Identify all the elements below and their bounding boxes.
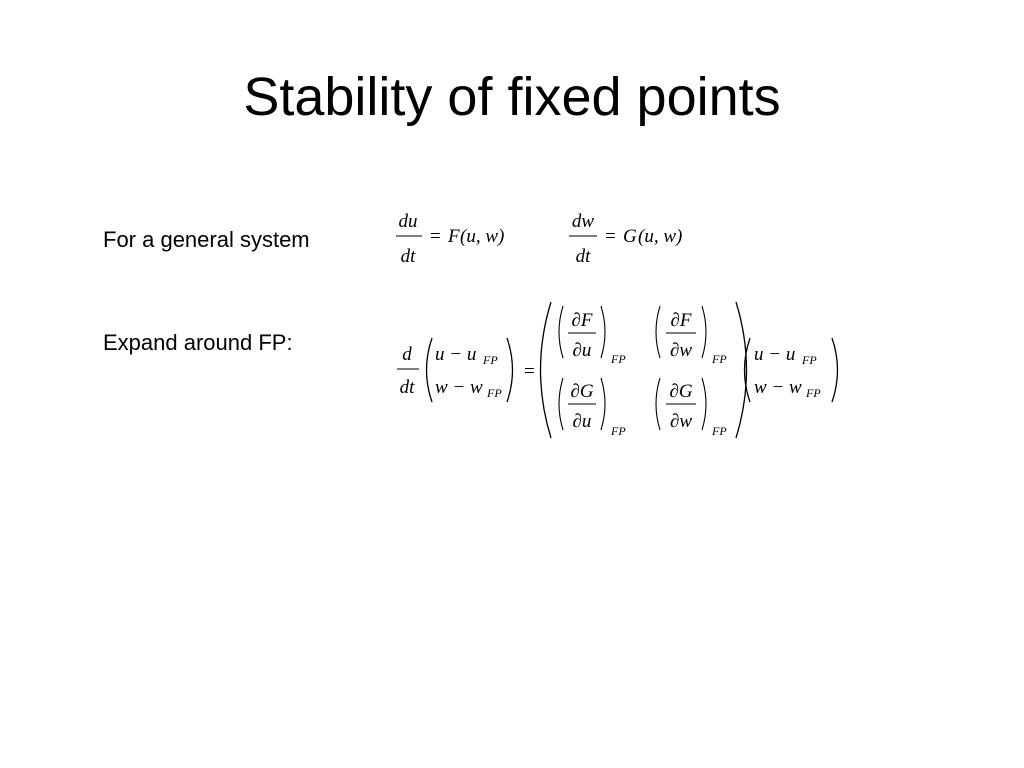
left-paren [743, 337, 751, 403]
d-numerator: d [402, 344, 412, 365]
right-paren [506, 337, 514, 403]
fp-subscript: FP [610, 352, 626, 366]
fp-subscript: FP [482, 353, 498, 367]
fraction-numerator: du [399, 211, 418, 232]
slide-title: Stability of fixed points [243, 67, 781, 127]
fp-subscript: FP [711, 352, 727, 366]
partial-F-numerator: ∂F [572, 310, 593, 331]
fraction-denominator: dt [576, 246, 592, 267]
function-args: (u, w) [460, 226, 504, 247]
fp-subscript: FP [801, 353, 817, 367]
partial-u-denominator: ∂u [573, 340, 592, 361]
function-args: (u, w) [638, 226, 682, 247]
left-paren [425, 337, 433, 403]
fp-subscript: FP [805, 386, 821, 400]
function-F: F [447, 226, 460, 247]
equation-linearization: d dt u − u FP w − w FP = ∂F ∂u FP ∂F ∂w … [397, 301, 839, 439]
equals-sign: = [524, 361, 535, 382]
right-paren [831, 337, 839, 403]
equals-sign: = [605, 226, 616, 247]
partial-G-numerator: ∂G [669, 381, 692, 402]
partial-F-numerator: ∂F [671, 310, 692, 331]
fp-subscript: FP [711, 424, 727, 438]
jacobian-right-paren [735, 301, 748, 439]
fp-subscript: FP [610, 424, 626, 438]
vector-u-entry: u − u [435, 344, 476, 365]
general-system-label: For a general system [103, 227, 310, 252]
partial-w-denominator: ∂w [670, 340, 692, 361]
vector-w-entry: w − w [435, 377, 483, 398]
equation-du-dt: du dt = F (u, w) [396, 211, 504, 267]
partial-u-denominator: ∂u [573, 411, 592, 432]
expand-label: Expand around FP: [103, 330, 293, 355]
fraction-denominator: dt [401, 246, 417, 267]
fp-subscript: FP [486, 386, 502, 400]
partial-G-numerator: ∂G [570, 381, 593, 402]
vector-u-entry: u − u [754, 344, 795, 365]
fraction-numerator: dw [572, 211, 595, 232]
vector-w-entry: w − w [754, 377, 802, 398]
equation-dw-dt: dw dt = G (u, w) [569, 211, 682, 267]
function-G: G [623, 226, 637, 247]
partial-w-denominator: ∂w [670, 411, 692, 432]
jacobian-left-paren [539, 301, 552, 439]
equals-sign: = [430, 226, 441, 247]
dt-denominator: dt [400, 377, 416, 398]
